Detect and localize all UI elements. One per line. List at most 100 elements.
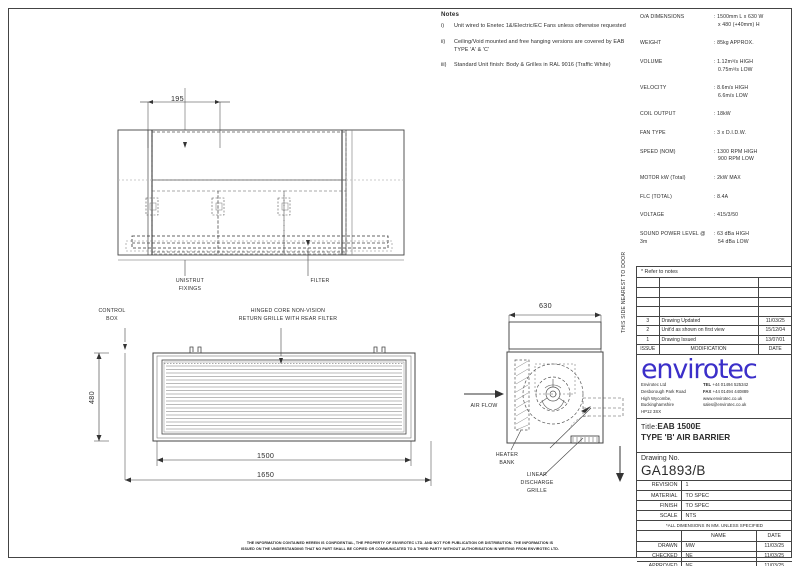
- dimension-630: 630: [539, 301, 552, 310]
- notes-title: Notes: [441, 11, 460, 18]
- spec-value: : 85kg APPROX.: [714, 40, 754, 48]
- spec-row: COIL OUTPUT : 18kW: [640, 111, 792, 119]
- spec-value: : 2kW MAX: [714, 175, 741, 183]
- spec-value: : 3 x D.I.D.W.: [714, 130, 746, 138]
- approval-header-date: DATE: [756, 531, 792, 542]
- spec-row: VOLUME : 1.12m³/s HIGH 0.75m³/s LOW: [640, 59, 792, 74]
- revision-header-modification: MODIFICATION: [659, 344, 759, 355]
- spec-value-line2: 900 RPM LOW: [718, 156, 754, 163]
- footer-line-2: ISSUED ON THE UNDERSTANDING THAT NO PART…: [240, 547, 560, 552]
- spec-row: FLC (TOTAL) : 8.4A: [640, 194, 792, 202]
- revision-date: 11/03/25: [758, 316, 792, 326]
- address-line-4: Buckinghamshire: [641, 402, 674, 408]
- label-unistrut-fixings: UNISTRUT FIXINGS: [175, 278, 205, 292]
- property-value: 1: [681, 480, 792, 492]
- approval-key: APPROVED: [637, 561, 682, 566]
- approval-key: CHECKED: [637, 551, 682, 562]
- address-line-1: Envirotec Ltd: [641, 382, 667, 388]
- air-flow-arrow-icon: [464, 390, 504, 398]
- property-key: SCALE: [637, 510, 682, 522]
- spec-row: WEIGHT : 85kg APPROX.: [640, 40, 792, 48]
- approval-name: NE: [681, 561, 757, 566]
- note-text: Unit wired to Enetec 1&/Electric/EC Fans…: [454, 23, 626, 29]
- spec-key: O/A DIMENSIONS: [640, 14, 685, 20]
- note-item: i) Unit wired to Enetec 1&/Electric/EC F…: [441, 23, 636, 31]
- dimension-195: 195: [171, 94, 184, 103]
- fax-label: FAX: [703, 388, 712, 394]
- approval-table: NAME DATE DRAWN MW 11/03/25 CHECKED NE 1…: [637, 531, 792, 566]
- label-filter: FILTER: [310, 278, 330, 284]
- company-logo-block: envirotec Envirotec Ltd Desborough Park …: [637, 355, 792, 419]
- property-key: FINISH: [637, 500, 682, 512]
- refer-to-notes: * Refer to notes: [637, 267, 792, 278]
- side-note-nearest-door: THIS SIDE NEAREST TO DOOR: [621, 251, 627, 333]
- spec-value-line1: : 85kg APPROX.: [714, 40, 754, 47]
- revision-row-empty: [637, 287, 792, 298]
- side-section-drawing: [506, 312, 624, 482]
- note-number: ii): [441, 38, 446, 45]
- approval-row: DRAWN MW 11/03/25: [637, 541, 792, 552]
- spec-value-line1: : 18kW: [714, 111, 731, 118]
- title-line-1: EAB 1500E: [657, 421, 701, 431]
- drawing-title-cell: Title:EAB 1500E TYPE 'B' AIR BARRIER: [637, 419, 792, 453]
- revision-modification: Drawing Issued: [659, 335, 759, 345]
- revision-issue: [637, 306, 660, 317]
- note-item: iii) Standard Unit finish: Body & Grille…: [441, 62, 636, 70]
- email-link[interactable]: sales@envirotec.co.uk: [703, 402, 747, 408]
- approval-header-row: NAME DATE: [637, 531, 792, 542]
- spec-value: : 8.6m/s HIGH 6.6m/s LOW: [714, 85, 748, 100]
- spec-value: : 1.12m³/s HIGH 0.75m³/s LOW: [714, 59, 753, 74]
- website-link[interactable]: www.envirotec.co.uk: [703, 395, 743, 401]
- spec-value-line1: : 415/3/50: [714, 212, 739, 219]
- revision-row: 1 Drawing Issued 13/07/01: [637, 335, 792, 345]
- drawing-number-value: GA1893/B: [641, 462, 706, 478]
- property-key: REVISION: [637, 480, 682, 492]
- label-discharge-grille: LINEAR DISCHARGE GRILLE: [520, 472, 554, 494]
- property-row: REVISION 1: [637, 480, 792, 492]
- envirotec-logo: envirotec: [641, 357, 758, 382]
- revision-row-empty: [637, 278, 792, 288]
- spec-value-line2: 54 dBa LOW: [718, 238, 749, 245]
- title-line-2: TYPE 'B' AIR BARRIER: [641, 433, 731, 443]
- revision-issue: 3: [637, 316, 660, 326]
- spec-row: SOUND POWER LEVEL @ 3m : 63 dBa HIGH 54 …: [640, 231, 792, 246]
- address-line-5: HP12 3SX: [641, 408, 662, 414]
- revision-date: [758, 287, 792, 298]
- notes-section: Notes i) Unit wired to Enetec 1&/Electri…: [441, 11, 636, 78]
- spec-value-line2: x 480 (+40mm) H: [718, 21, 760, 28]
- revision-header-issue: ISSUE: [637, 344, 660, 355]
- property-row: MATERIAL TO SPEC: [637, 490, 792, 502]
- specification-table: O/A DIMENSIONS : 1500mm L x 630 W x 480 …: [640, 14, 792, 257]
- spec-key: SPEED (NOM): [640, 148, 676, 155]
- revision-date: [758, 306, 792, 317]
- spec-value-line1: : 3 x D.I.D.W.: [714, 130, 747, 137]
- spec-value-line1: : 1.12m³/s HIGH: [714, 58, 754, 65]
- spec-key: VOLTAGE: [640, 212, 665, 219]
- approval-row: CHECKED NE 11/03/25: [637, 551, 792, 562]
- revision-table: 3 Drawing Updated 11/03/25 2 Unit'd as s…: [637, 278, 792, 355]
- spec-value: : 1500mm L x 630 W x 480 (+40mm) H: [714, 14, 764, 29]
- spec-value-line2: 0.75m³/s LOW: [718, 66, 753, 73]
- spec-key: VOLUME: [640, 58, 663, 65]
- spec-row: O/A DIMENSIONS : 1500mm L x 630 W x 480 …: [640, 14, 792, 29]
- revision-issue: [637, 278, 660, 288]
- spec-value: : 18kW: [714, 111, 731, 119]
- note-item: ii) Ceiling/Void mounted and free hangin…: [441, 39, 636, 55]
- property-value: TO SPEC: [681, 490, 792, 502]
- spec-key: MOTOR kW (Total): [640, 175, 686, 182]
- company-contact-block: Envirotec Ltd Desborough Park Road High …: [641, 382, 792, 417]
- spec-key: SOUND POWER LEVEL @ 3m: [640, 230, 706, 245]
- spec-key: FAN TYPE: [640, 130, 666, 137]
- plan-view-drawing: [117, 88, 405, 276]
- spec-key: WEIGHT: [640, 40, 662, 47]
- spec-key: COIL OUTPUT: [640, 111, 676, 118]
- company-address: Envirotec Ltd Desborough Park Road High …: [641, 382, 697, 415]
- footer-line-1: THE INFORMATION CONTAINED HEREIN IS CONF…: [246, 541, 554, 545]
- dimension-1650: 1650: [257, 470, 275, 479]
- approval-key: DRAWN: [637, 541, 682, 552]
- revision-modification: [659, 278, 759, 288]
- spec-value-line2: 6.6m/s LOW: [718, 92, 748, 99]
- approval-name: MW: [681, 541, 757, 552]
- drawing-number-cell: Drawing No. GA1893/B: [637, 453, 792, 481]
